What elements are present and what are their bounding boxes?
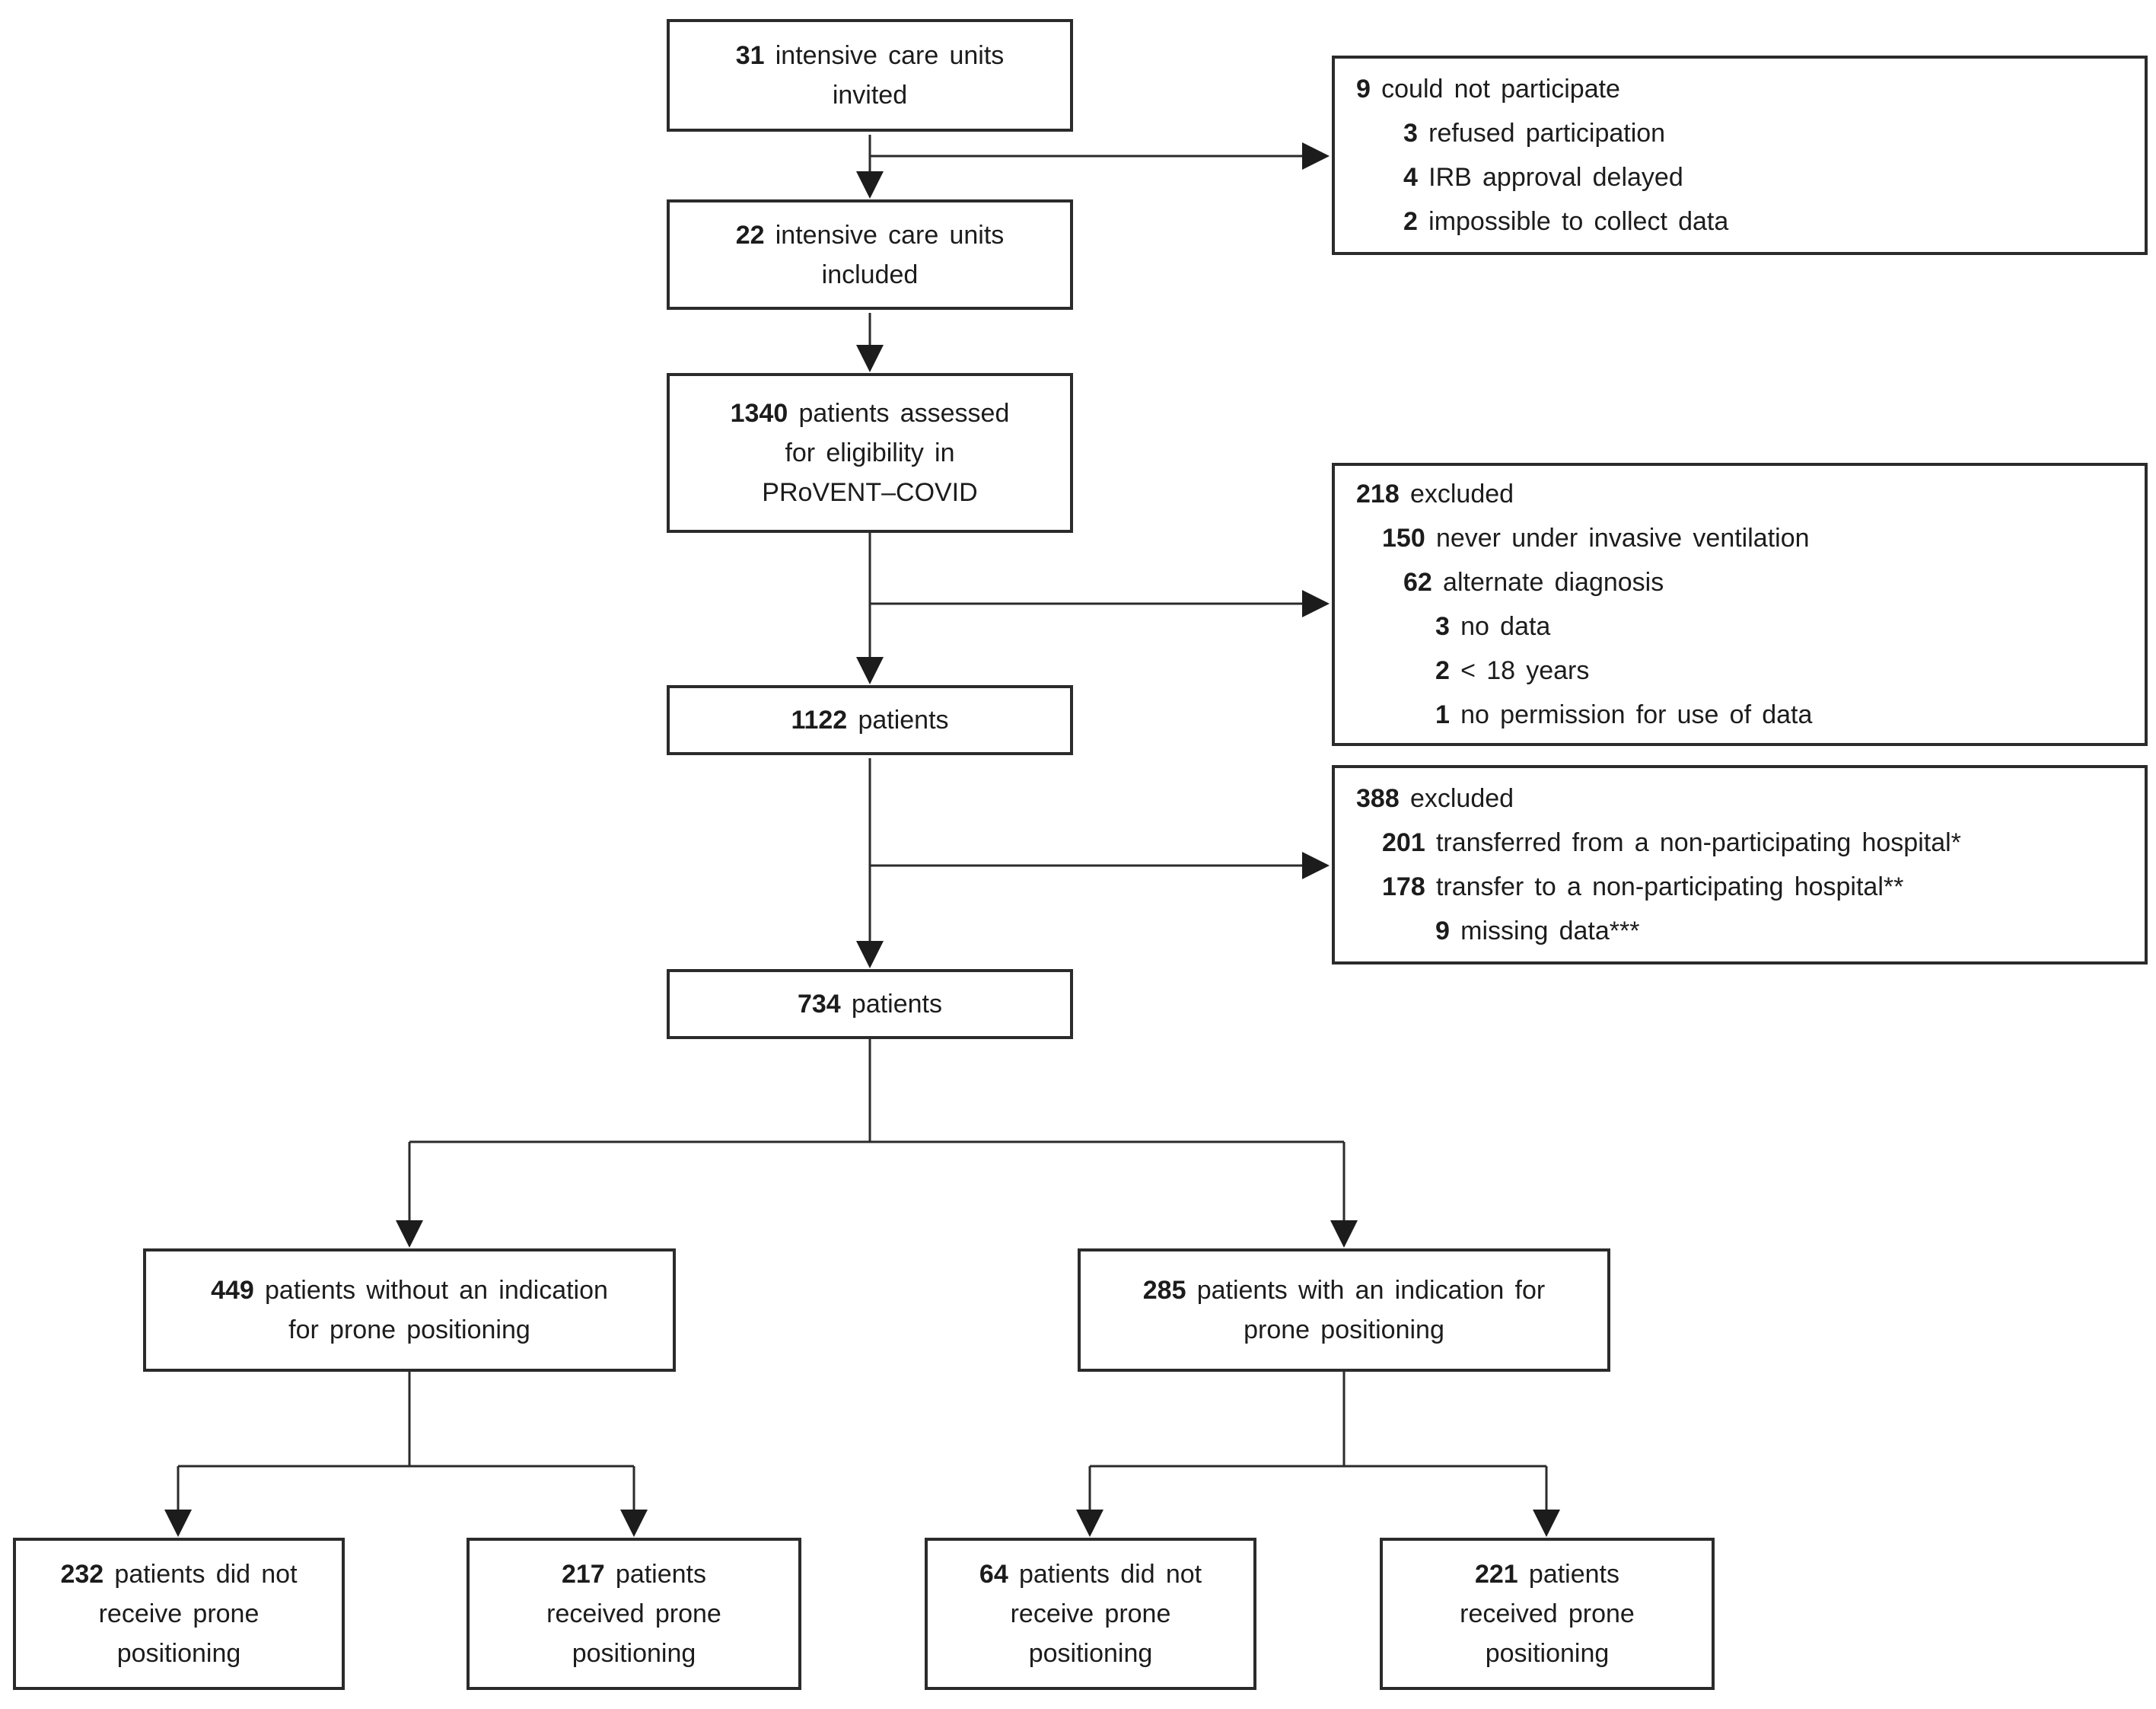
label: transfer to a non-participating hospital…: [1435, 872, 1904, 901]
label: excluded: [1409, 784, 1514, 813]
exclusion-line: 201 transferred from a non-participating…: [1356, 821, 2134, 865]
count: 2: [1403, 207, 1418, 236]
count: 388: [1356, 784, 1400, 813]
label: impossible to collect data: [1428, 207, 1729, 236]
count: 217: [561, 1560, 605, 1589]
count: 31: [735, 41, 765, 70]
exclusion-line: 9 could not participate: [1356, 67, 2134, 111]
label: refused participation: [1428, 119, 1666, 148]
label: patients: [858, 706, 949, 735]
box-no-prone-with-indication: 64 patients did not receive prone positi…: [925, 1538, 1256, 1690]
label: transferred from a non-participating hos…: [1435, 828, 1961, 857]
box-prone-without-indication: 217 patients received prone positioning: [467, 1538, 801, 1690]
exclusion-line: 62 alternate diagnosis: [1356, 560, 2134, 604]
count: 150: [1382, 524, 1425, 553]
count: 1340: [730, 399, 788, 428]
label: intensive care units invited: [775, 41, 1005, 110]
box-734-patients-text: 734 patients: [798, 984, 942, 1024]
box-prone-with-indication-text: 221 patients received prone positioning: [1460, 1554, 1635, 1673]
count: 232: [60, 1560, 104, 1589]
exclusion-line: 218 excluded: [1356, 472, 2134, 516]
exclusion-line: 4 IRB approval delayed: [1356, 155, 2134, 199]
box-assessed-eligibility-text: 1340 patients assessed for eligibility i…: [731, 394, 1010, 512]
label: could not participate: [1381, 75, 1620, 104]
label: intensive care units included: [775, 220, 1005, 289]
label: patients without an indication for prone…: [265, 1276, 608, 1344]
exclusion-line: 2 impossible to collect data: [1356, 199, 2134, 244]
count: 62: [1403, 568, 1432, 597]
box-without-indication: 449 patients without an indication for p…: [143, 1248, 676, 1372]
exclusion-line: 150 never under invasive ventilation: [1356, 516, 2134, 560]
box-1122-patients: 1122 patients: [667, 685, 1073, 755]
count: 285: [1142, 1276, 1186, 1305]
count: 1122: [791, 706, 848, 735]
count: 221: [1474, 1560, 1518, 1589]
box-no-prone-without-indication-text: 232 patients did not receive prone posit…: [60, 1554, 297, 1673]
box-excluded-218: 218 excluded 150 never under invasive ve…: [1332, 463, 2148, 746]
label: patients: [851, 990, 943, 1019]
exclusion-line: 9 missing data***: [1356, 909, 2134, 953]
box-icu-included-text: 22 intensive care units included: [736, 215, 1005, 295]
exclusion-line: 1 no permission for use of data: [1356, 693, 2134, 737]
label: no data: [1460, 612, 1551, 641]
label: < 18 years: [1460, 656, 1590, 685]
box-prone-without-indication-text: 217 patients received prone positioning: [546, 1554, 721, 1673]
count: 3: [1435, 612, 1450, 641]
box-assessed-eligibility: 1340 patients assessed for eligibility i…: [667, 373, 1073, 533]
label: patients assessed for eligibility in PRo…: [762, 399, 1010, 507]
label: patients did not receive prone positioni…: [1010, 1560, 1202, 1668]
exclusion-line: 178 transfer to a non-participating hosp…: [1356, 865, 2134, 909]
exclusion-line: 3 refused participation: [1356, 111, 2134, 155]
count: 218: [1356, 480, 1400, 509]
label: patients received prone positioning: [546, 1560, 721, 1668]
count: 9: [1356, 75, 1371, 104]
box-without-indication-text: 449 patients without an indication for p…: [211, 1271, 608, 1350]
label: alternate diagnosis: [1443, 568, 1664, 597]
count: 2: [1435, 656, 1450, 685]
exclusion-line: 3 no data: [1356, 604, 2134, 649]
count: 1: [1435, 700, 1450, 729]
box-could-not-participate: 9 could not participate 3 refused partic…: [1332, 56, 2148, 255]
label: IRB approval delayed: [1428, 163, 1683, 192]
count: 4: [1403, 163, 1418, 192]
count: 201: [1382, 828, 1425, 857]
label: missing data***: [1460, 917, 1640, 945]
count: 22: [735, 220, 765, 250]
label: patients received prone positioning: [1460, 1560, 1635, 1668]
box-1122-patients-text: 1122 patients: [791, 700, 948, 740]
exclusion-line: 2 < 18 years: [1356, 649, 2134, 693]
box-icu-invited-text: 31 intensive care units invited: [736, 36, 1005, 115]
box-no-prone-with-indication-text: 64 patients did not receive prone positi…: [979, 1554, 1202, 1673]
box-with-indication-text: 285 patients with an indication for pron…: [1143, 1271, 1545, 1350]
box-prone-with-indication: 221 patients received prone positioning: [1380, 1538, 1715, 1690]
count: 64: [979, 1560, 1008, 1589]
box-excluded-388: 388 excluded 201 transferred from a non-…: [1332, 765, 2148, 965]
count: 178: [1382, 872, 1425, 901]
label: never under invasive ventilation: [1435, 524, 1810, 553]
label: patients did not receive prone positioni…: [98, 1560, 298, 1668]
box-icu-included: 22 intensive care units included: [667, 199, 1073, 310]
count: 3: [1403, 119, 1418, 148]
count: 449: [211, 1276, 254, 1305]
box-734-patients: 734 patients: [667, 969, 1073, 1039]
count: 734: [797, 990, 841, 1019]
label: excluded: [1409, 480, 1514, 509]
box-with-indication: 285 patients with an indication for pron…: [1078, 1248, 1610, 1372]
label: patients with an indication for prone po…: [1196, 1276, 1546, 1344]
count: 9: [1435, 917, 1450, 945]
label: no permission for use of data: [1460, 700, 1813, 729]
box-icu-invited: 31 intensive care units invited: [667, 19, 1073, 132]
exclusion-line: 388 excluded: [1356, 776, 2134, 821]
box-no-prone-without-indication: 232 patients did not receive prone posit…: [13, 1538, 345, 1690]
